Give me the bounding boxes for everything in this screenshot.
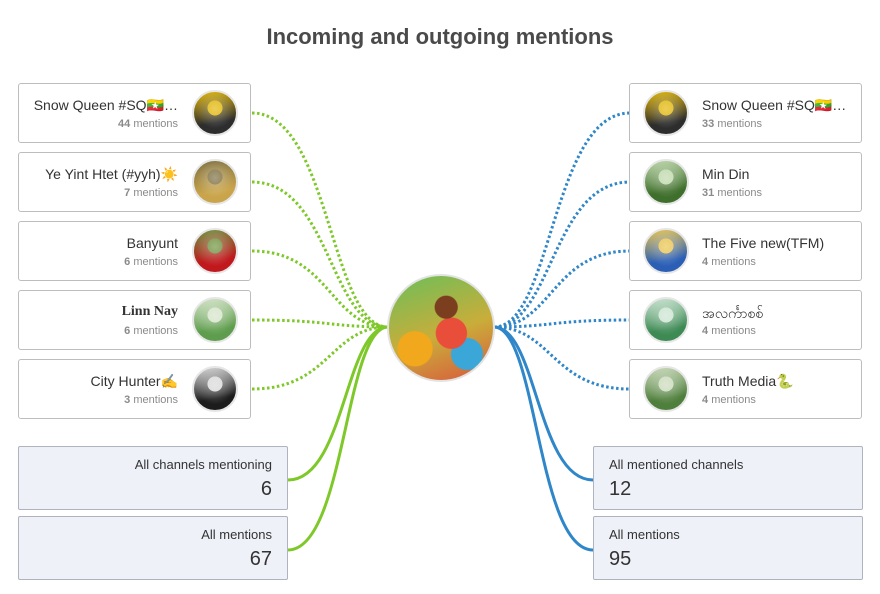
channel-name: Banyunt [126, 235, 178, 251]
channel-name: City Hunter✍️ [90, 373, 178, 389]
incoming-summary-link [287, 325, 389, 552]
channel-avatar [192, 366, 238, 412]
channel-name: Truth Media🐍 [702, 373, 794, 389]
summary-label: All channels mentioning [134, 457, 272, 472]
mention-count: 7 mentions [124, 187, 178, 199]
outgoing-channel-card[interactable]: The Five new(TFM) 4 mentions [629, 221, 862, 281]
channel-name: Linn Nay [121, 304, 178, 319]
mention-count: 4 mentions [702, 394, 756, 406]
channel-name: အလင်္ကာစစ် [702, 305, 764, 321]
mention-count: 4 mentions [702, 325, 756, 337]
outgoing-summary-link [493, 325, 594, 552]
channel-avatar [643, 297, 689, 343]
incoming-channel-card[interactable]: Linn Nay 6 mentions [18, 290, 251, 350]
mention-count: 31 mentions [702, 187, 762, 199]
outgoing-summary-link [493, 325, 594, 482]
incoming-channel-card[interactable]: Ye Yint Htet (#yyh)☀️ 7 mentions [18, 152, 251, 212]
incoming-channels-summary: All channels mentioning 6 [18, 446, 288, 510]
channel-avatar [192, 297, 238, 343]
summary-value: 67 [249, 548, 272, 570]
outgoing-link [493, 318, 631, 329]
mention-count: 6 mentions [124, 256, 178, 268]
outgoing-link [493, 325, 631, 391]
mention-count: 3 mentions [124, 394, 178, 406]
outgoing-channel-card[interactable]: Min Din 31 mentions [629, 152, 862, 212]
outgoing-mentions-summary: All mentions 95 [593, 516, 863, 580]
mention-count: 4 mentions [702, 256, 756, 268]
outgoing-channels-summary: All mentioned channels 12 [593, 446, 863, 510]
outgoing-channel-card[interactable]: Snow Queen #SQ🇲🇲… 33 mentions [629, 83, 862, 143]
outgoing-channel-card[interactable]: Truth Media🐍 4 mentions [629, 359, 862, 419]
summary-value: 95 [609, 548, 632, 570]
mention-count: 44 mentions [118, 118, 178, 130]
channel-name: Min Din [702, 166, 750, 182]
outgoing-link [493, 180, 631, 329]
incoming-channel-card[interactable]: Banyunt 6 mentions [18, 221, 251, 281]
incoming-link [251, 111, 389, 329]
incoming-link [251, 180, 389, 329]
channel-avatar [643, 159, 689, 205]
outgoing-link [493, 249, 631, 329]
incoming-channel-card[interactable]: Snow Queen #SQ🇲🇲… 44 mentions [18, 83, 251, 143]
channel-avatar [643, 228, 689, 274]
channel-avatar [643, 90, 689, 136]
incoming-link [251, 318, 389, 329]
summary-value: 6 [260, 478, 272, 500]
center-channel-avatar[interactable] [387, 274, 495, 382]
mention-count: 33 mentions [702, 118, 762, 130]
channel-avatar [192, 228, 238, 274]
incoming-channel-card[interactable]: City Hunter✍️ 3 mentions [18, 359, 251, 419]
incoming-summary-link [287, 325, 389, 482]
outgoing-link [493, 111, 631, 329]
channel-name: Snow Queen #SQ🇲🇲… [33, 97, 178, 113]
channel-name: The Five new(TFM) [702, 235, 825, 251]
summary-label: All mentioned channels [609, 457, 744, 472]
channel-avatar [192, 159, 238, 205]
channel-avatar [643, 366, 689, 412]
channel-name: Ye Yint Htet (#yyh)☀️ [45, 166, 178, 182]
summary-label: All mentions [609, 527, 680, 542]
mention-count: 6 mentions [124, 325, 178, 337]
outgoing-channel-card[interactable]: အလင်္ကာစစ် 4 mentions [629, 290, 862, 350]
incoming-link [251, 249, 389, 329]
channel-avatar [192, 90, 238, 136]
summary-label: All mentions [201, 527, 272, 542]
incoming-link [251, 325, 389, 391]
incoming-mentions-summary: All mentions 67 [18, 516, 288, 580]
channel-name: Snow Queen #SQ🇲🇲… [702, 97, 847, 113]
summary-value: 12 [609, 478, 632, 500]
chart-title: Incoming and outgoing mentions [266, 24, 614, 49]
